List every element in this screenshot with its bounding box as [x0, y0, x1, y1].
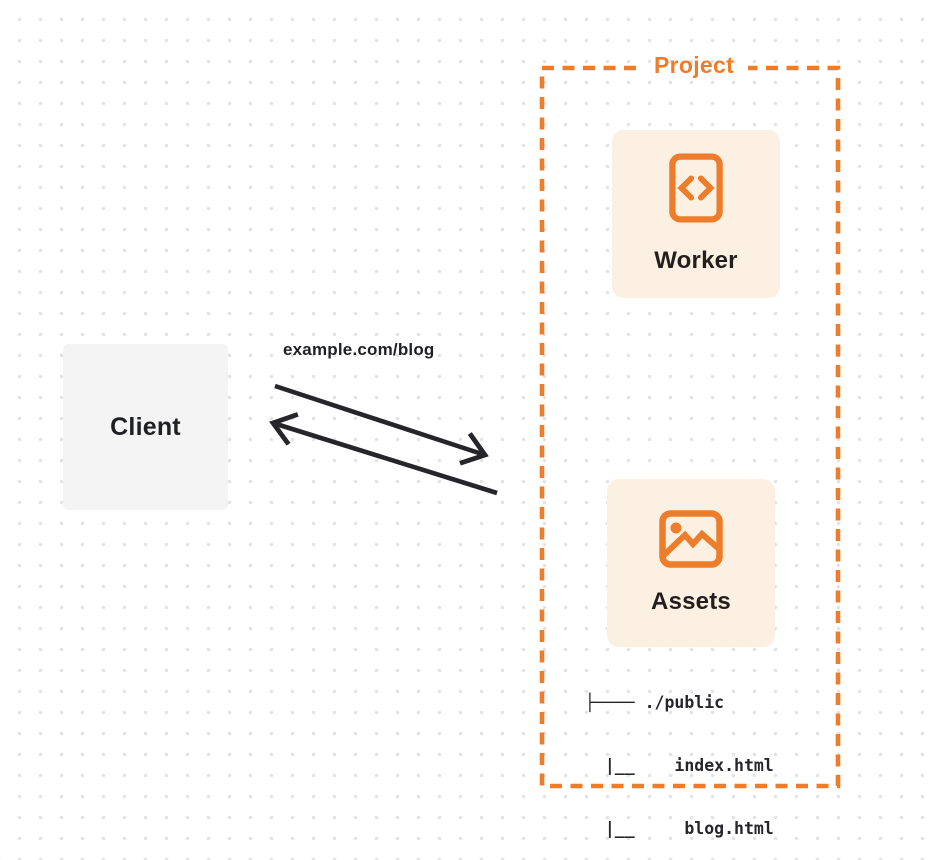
assets-label: Assets — [651, 588, 731, 615]
tree-line-blog: |__ blog.html — [585, 819, 774, 838]
client-label: Client — [110, 412, 181, 441]
project-label: Project — [653, 52, 735, 78]
request-url-label: example.com/blog — [283, 340, 435, 359]
assets-file-tree: ├──── ./public |__ index.html |__ blog.h… — [585, 650, 774, 860]
worker-label: Worker — [654, 247, 738, 274]
assets-node: Assets — [607, 479, 775, 647]
response-arrow — [269, 412, 498, 496]
tree-line-index: |__ index.html — [585, 756, 774, 775]
worker-node: Worker — [612, 130, 780, 298]
code-file-icon — [669, 153, 723, 223]
client-node: Client — [63, 344, 228, 510]
image-icon — [659, 510, 723, 568]
tree-line-root: ├──── ./public — [585, 693, 725, 712]
request-arrow — [274, 383, 489, 466]
